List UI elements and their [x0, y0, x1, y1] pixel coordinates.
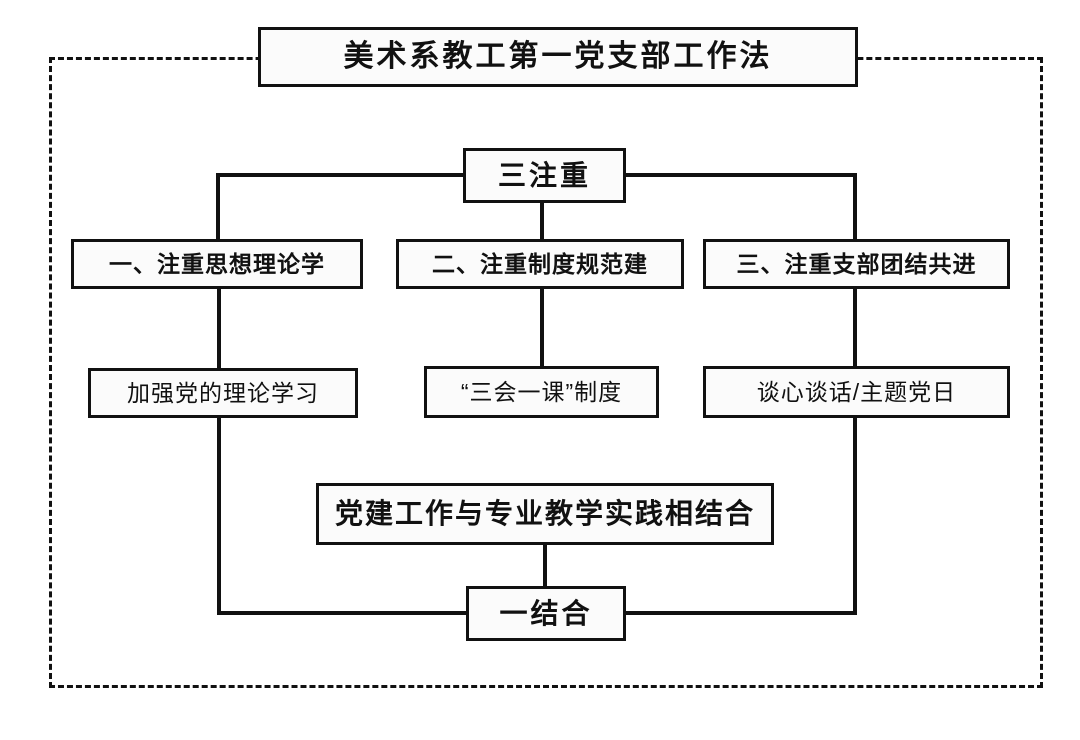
connector-hub-to-pillar3-vertical: [853, 173, 857, 239]
practice-label: 党建工作与专业教学实践相结合: [334, 498, 755, 529]
pillar-box-3: 三、注重支部团结共进: [703, 239, 1010, 289]
pillar-box-2: 二、注重制度规范建: [396, 239, 684, 289]
connector-practice-to-hub-bottom-vertical: [543, 545, 547, 586]
hub-bottom-label: 一结合: [499, 597, 593, 629]
connector-hub-to-pillar1-vertical: [216, 173, 220, 239]
connector-detail1-to-bottom-rail-vertical: [217, 418, 221, 615]
detail-label-2: “三会一课”制度: [460, 378, 623, 405]
detail-box-2: “三会一课”制度: [424, 366, 659, 418]
pillar-label-1: 一、注重思想理论学: [109, 250, 325, 277]
pillar-label-2: 二、注重制度规范建: [432, 250, 648, 277]
connector-hub-to-pillar3-horizontal: [626, 173, 857, 177]
connector-pillar1-to-detail1-vertical: [217, 289, 221, 368]
detail-label-1: 加强党的理论学习: [127, 379, 319, 406]
hub-top-box: 三注重: [463, 148, 626, 203]
connector-pillar3-to-detail3-vertical: [853, 289, 857, 368]
connector-hub-to-pillar1-horizontal: [216, 173, 464, 177]
detail-box-1: 加强党的理论学习: [88, 368, 358, 418]
diagram-title-box: 美术系教工第一党支部工作法: [258, 27, 858, 87]
detail-box-3: 谈心谈话/主题党日: [703, 366, 1010, 418]
pillar-box-1: 一、注重思想理论学: [71, 239, 363, 289]
connector-bottom-rail-right-horizontal: [625, 611, 857, 615]
connector-hub-to-pillar2-vertical: [540, 203, 544, 239]
connector-bottom-rail-left-horizontal: [217, 611, 469, 615]
practice-box: 党建工作与专业教学实践相结合: [316, 483, 774, 545]
connector-detail3-to-bottom-rail-vertical: [853, 418, 857, 615]
pillar-label-3: 三、注重支部团结共进: [736, 250, 977, 277]
hub-bottom-box: 一结合: [466, 586, 626, 641]
hub-top-label: 三注重: [497, 159, 591, 191]
diagram-title-label: 美术系教工第一党支部工作法: [343, 40, 773, 73]
detail-label-3: 谈心谈话/主题党日: [756, 378, 957, 405]
connector-pillar2-to-detail2-vertical: [540, 289, 544, 368]
